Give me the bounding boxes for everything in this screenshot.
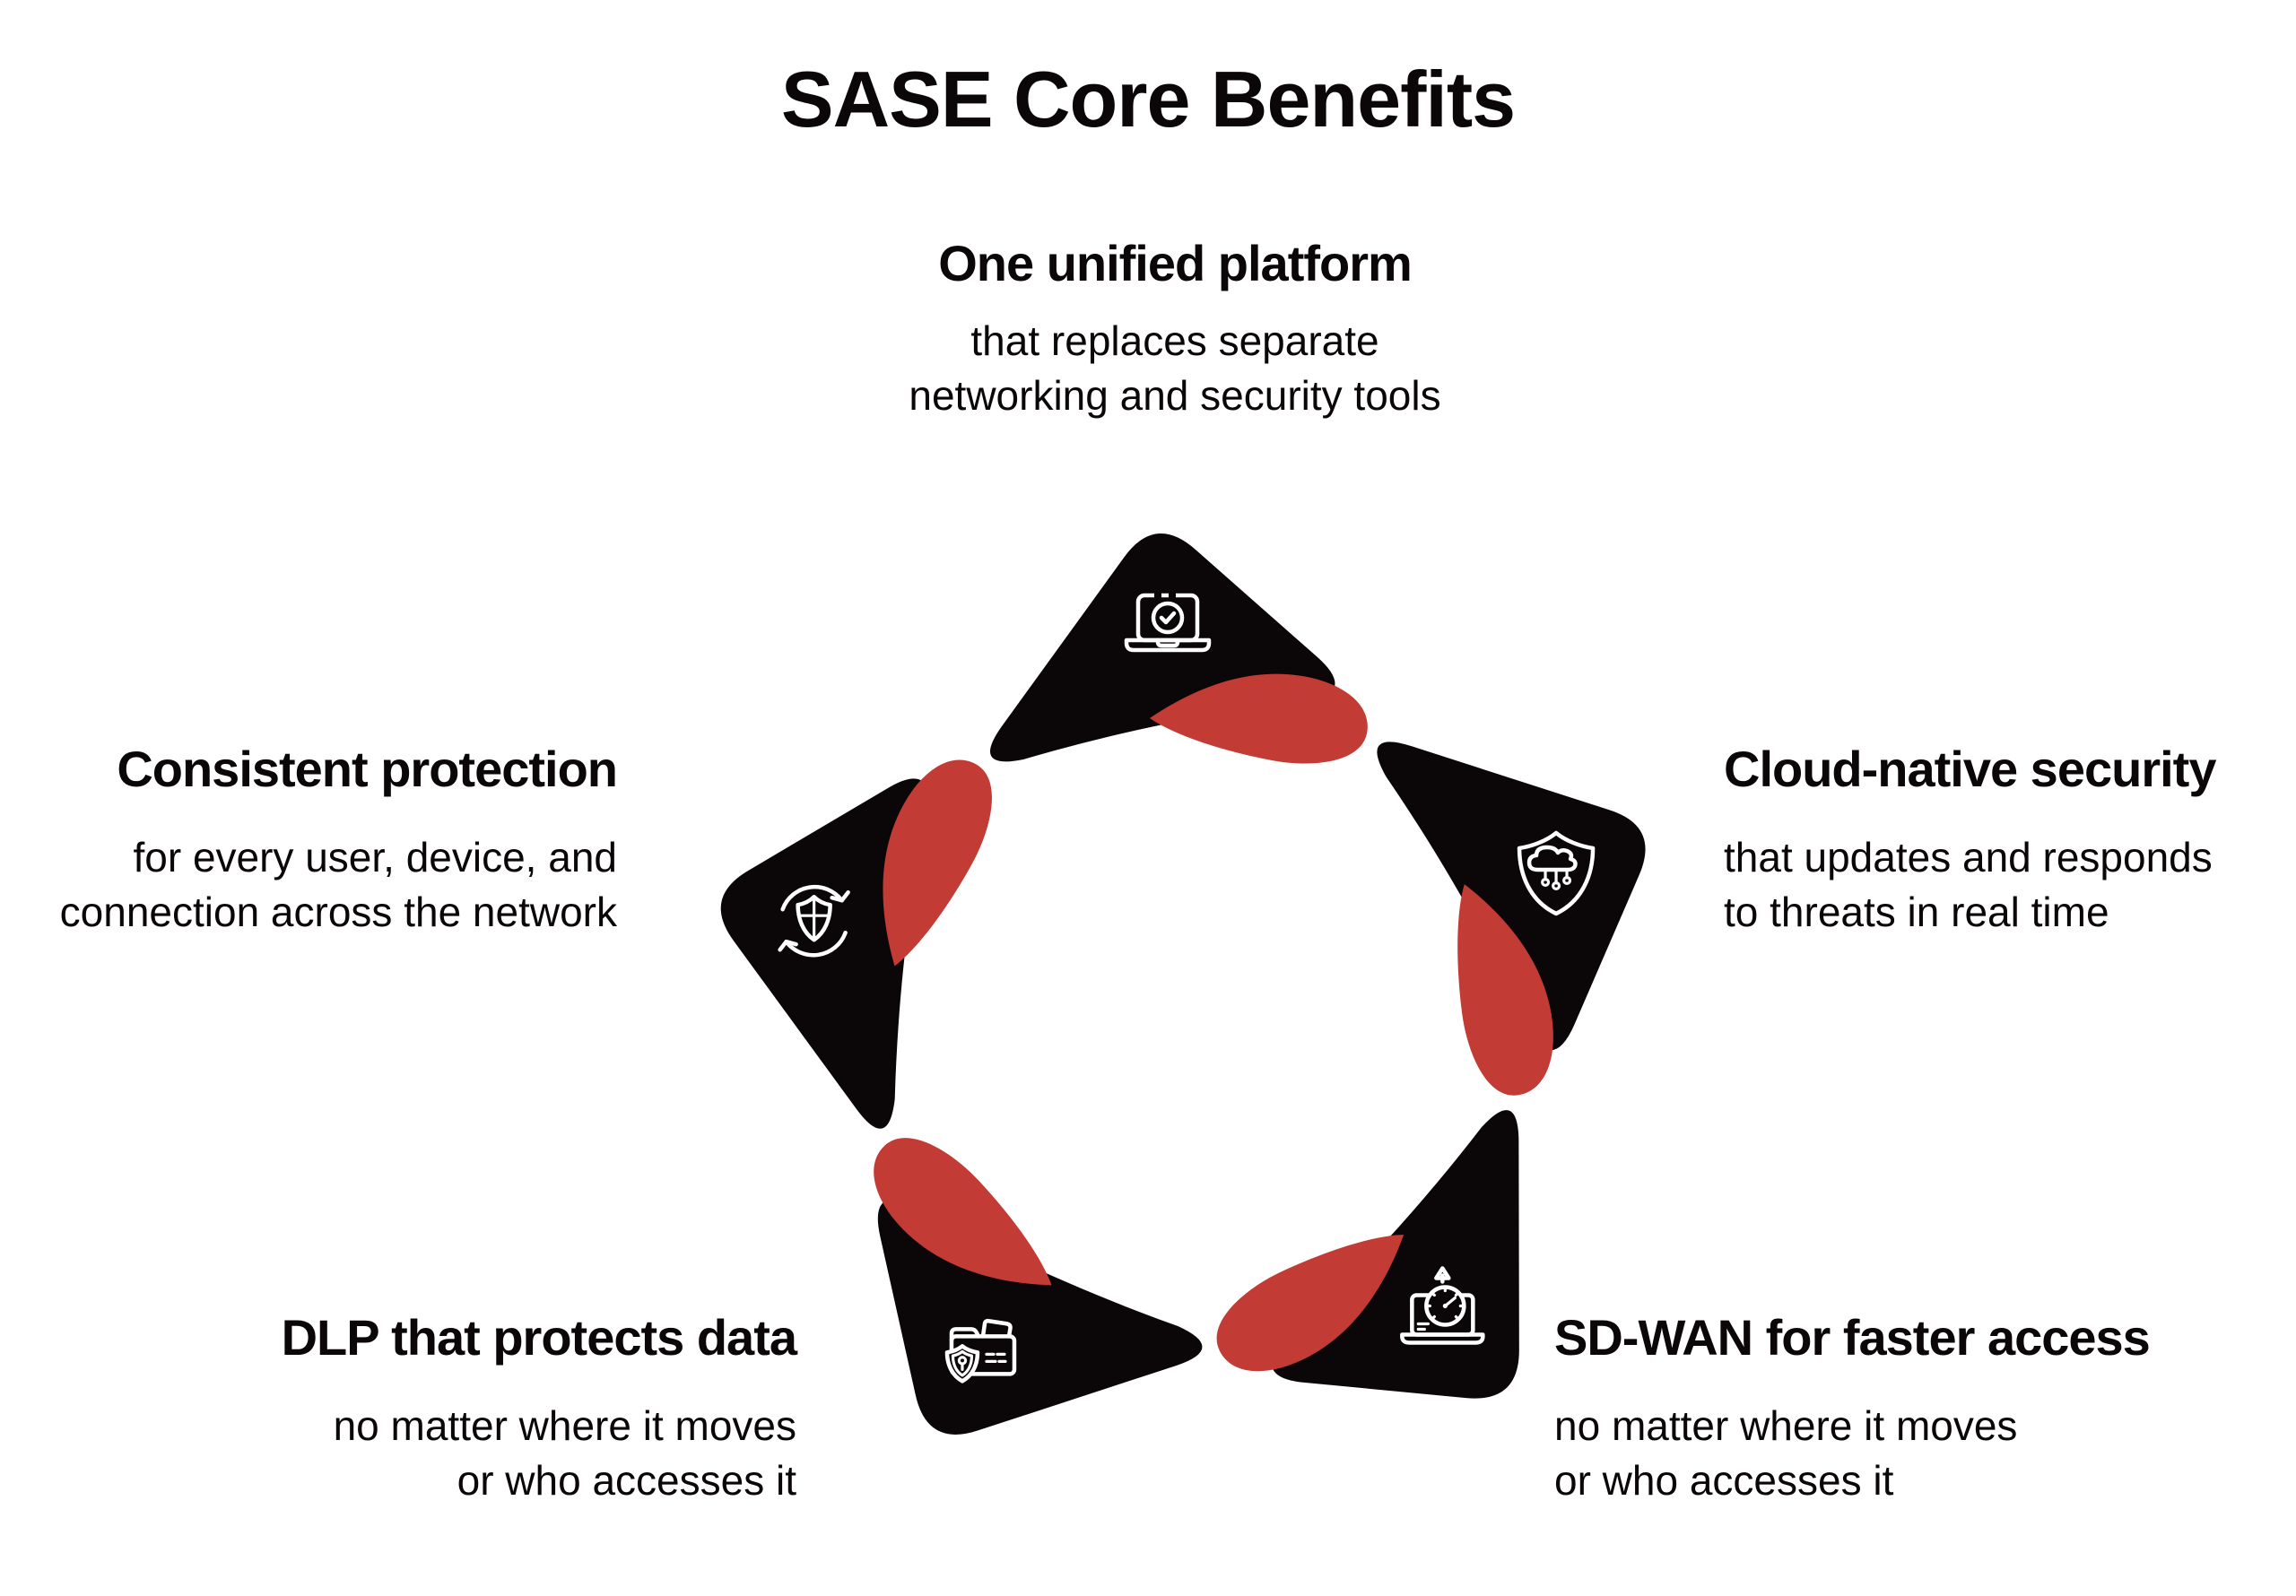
benefit-heading: DLP that protects data <box>281 1309 797 1366</box>
benefit-text-left: Consistent protection for every user, de… <box>18 741 618 940</box>
benefit-petal-top <box>989 533 1368 764</box>
benefit-body-line: connection across the network <box>59 889 617 936</box>
benefit-heading: Cloud-native security <box>1724 741 2216 797</box>
laptop-speedometer-icon <box>1400 1266 1485 1345</box>
shield-sync-icon <box>778 884 850 958</box>
petal-accent-teardrop <box>1216 1234 1405 1372</box>
petal-accent-teardrop <box>874 1138 1052 1286</box>
folder-shield-icon <box>944 1318 1017 1383</box>
benefit-body: for every user, device, and connection a… <box>18 830 617 940</box>
benefit-body-line: no matter where it moves <box>1554 1402 2018 1450</box>
benefit-heading: One unified platform <box>938 235 1413 291</box>
petal-accent-teardrop <box>883 759 992 967</box>
petal-accent-teardrop <box>1457 884 1553 1096</box>
benefit-body-line: networking and security tools <box>909 372 1441 420</box>
laptop-check-icon <box>1124 592 1212 653</box>
benefit-body-line: or who accesses it <box>1554 1457 1894 1505</box>
benefit-body: that updates and responds to threats in … <box>1724 830 2289 940</box>
benefit-body: that replaces separate networking and se… <box>655 314 1695 423</box>
benefit-body: no matter where it moves or who accesses… <box>144 1399 796 1508</box>
benefit-body-line: for every user, device, and <box>133 834 617 881</box>
petal-shape <box>1377 742 1646 1051</box>
benefit-text-right: Cloud-native security that updates and r… <box>1724 741 2289 940</box>
benefit-text-bottom-left: DLP that protects data no matter where i… <box>144 1309 797 1508</box>
benefit-text-top: One unified platform that replaces separ… <box>655 235 1695 423</box>
shield-cloud-icon <box>1517 830 1596 916</box>
benefit-body-line: that replaces separate <box>970 317 1379 365</box>
benefit-petal-right <box>1377 742 1646 1096</box>
benefit-body: no matter where it moves or who accesses… <box>1554 1399 2290 1508</box>
benefit-body-line: or who accesses it <box>457 1457 796 1505</box>
page-title: SASE Core Benefits <box>780 55 1516 143</box>
petal-accent-teardrop <box>1150 673 1368 764</box>
benefit-heading: Consistent protection <box>117 741 618 797</box>
benefit-body-line: no matter where it moves <box>333 1402 796 1450</box>
benefit-body-line: that updates and responds <box>1724 834 2213 881</box>
benefit-petal-bottom-right <box>1216 1110 1519 1399</box>
benefit-heading: SD-WAN for faster access <box>1554 1309 2151 1366</box>
benefit-text-bottom-right: SD-WAN for faster access no matter where… <box>1554 1309 2290 1508</box>
benefit-petal-left <box>720 759 992 1129</box>
benefit-body-line: to threats in real time <box>1724 889 2109 936</box>
benefit-petal-bottom-left <box>874 1138 1203 1435</box>
